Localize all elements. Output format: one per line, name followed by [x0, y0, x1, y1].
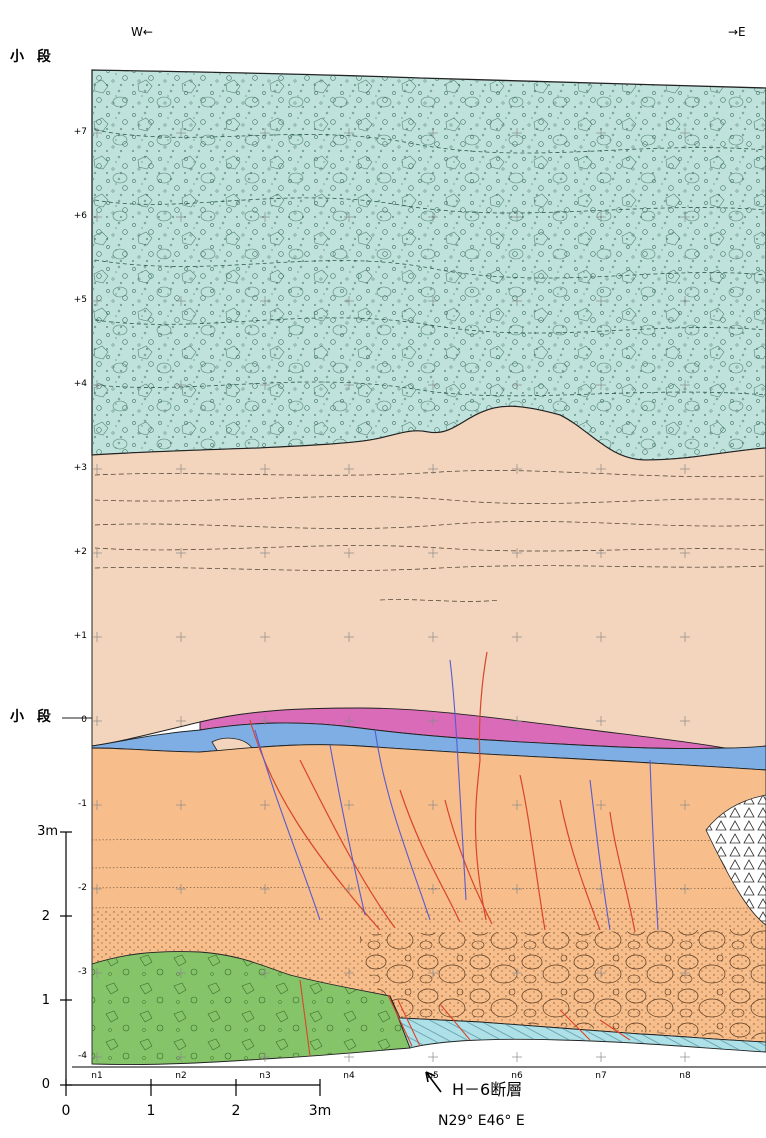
grid-crosses [92, 128, 690, 1062]
kodan-label-mid: 小 段 [10, 709, 55, 725]
scale-label-2: 2 [41, 909, 50, 924]
gravel-bedding-lines [94, 129, 766, 397]
elevation-label: +2 [73, 547, 87, 557]
elevation-label: +1 [73, 631, 87, 641]
fault-orientation: N29° E46° E [438, 1113, 525, 1129]
scale-label-1: 1 [41, 993, 50, 1008]
blue-cracks [254, 659, 659, 931]
elevation-label: -3 [78, 967, 87, 977]
elevation-label: +6 [73, 211, 87, 221]
scale-bar-vertical [60, 831, 72, 1086]
grid-column-label: n3 [259, 1071, 271, 1081]
grid-column-label: n5 [427, 1071, 439, 1081]
elevation-label: +7 [73, 127, 87, 137]
elevation-label: -1 [78, 799, 87, 809]
elevation-label: 0 [81, 715, 87, 725]
west-direction: W← [131, 25, 153, 39]
green-layer-texture [92, 951, 410, 1065]
grid-column-label: n6 [511, 1071, 523, 1081]
scale-h-label-1: 1 [146, 1103, 156, 1119]
elevation-label: +3 [73, 463, 87, 473]
east-direction: →E [728, 25, 746, 39]
scale-h-label-2: 2 [231, 1103, 241, 1119]
orange-fine-lines [91, 839, 766, 909]
scale-label-0: 0 [41, 1077, 50, 1092]
fault-name: H－6断層 [452, 1080, 523, 1099]
grid-column-label: n2 [175, 1071, 187, 1081]
fault-arrow [425, 1071, 442, 1093]
angular-block-pattern [706, 795, 766, 925]
red-cracks [249, 651, 636, 933]
h6-fault-traces [299, 979, 631, 1057]
grid-column-label: n7 [595, 1071, 607, 1081]
kodan-label-top: 小 段 [10, 49, 55, 65]
sand-bedding-lines [94, 470, 766, 602]
elevation-label: +4 [73, 379, 87, 389]
bedrock-texture [390, 996, 766, 1052]
elevation-label: -4 [78, 1051, 87, 1061]
grid-column-label: n8 [679, 1071, 691, 1081]
scale-bar-horizontal [65, 1079, 321, 1096]
gravel-layer-cobbles [92, 70, 766, 460]
elevation-label: -2 [78, 883, 87, 893]
grid-column-label: n4 [343, 1071, 355, 1081]
grid-column-label: n1 [91, 1071, 103, 1081]
scale-h-label-0: 0 [61, 1103, 71, 1119]
grid-column-label: n [754, 1072, 766, 1081]
cobble-zone [360, 928, 766, 1040]
scale-label-3m: 3m [37, 824, 58, 839]
elevation-label: +5 [73, 295, 87, 305]
scale-h-label-3m: 3m [308, 1103, 332, 1119]
